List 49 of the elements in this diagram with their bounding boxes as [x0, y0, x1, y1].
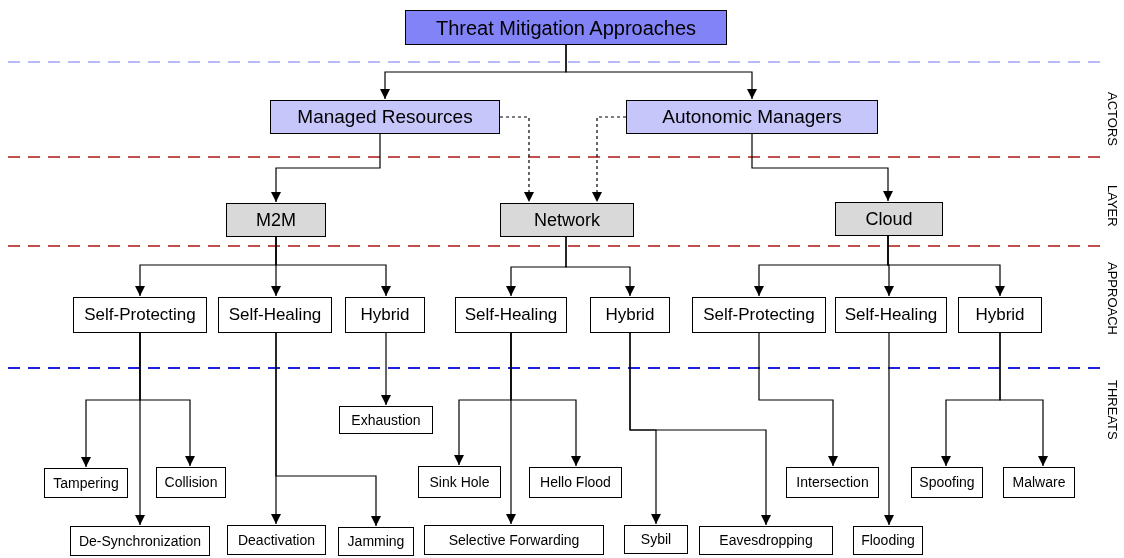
arrow [629, 332, 771, 526]
approach-box: Hybrid [958, 297, 1042, 333]
arrow [275, 236, 391, 297]
arrow [884, 332, 894, 526]
section-label: APPROACH [1103, 262, 1121, 335]
arrow [381, 332, 391, 406]
dashed-arrow [592, 116, 627, 203]
threat-box: Exhaustion [339, 406, 433, 434]
arrow [565, 44, 757, 100]
arrow [506, 332, 516, 525]
threat-box: Spoofing [911, 467, 983, 498]
approach-box: Hybrid [345, 297, 425, 333]
approach-box: Self-Protecting [73, 297, 207, 333]
approach-box: Hybrid [590, 297, 670, 333]
threat-box: Hello Flood [529, 467, 622, 498]
arrow [758, 332, 838, 467]
arrow [887, 235, 1005, 297]
arrow [135, 332, 145, 526]
threat-box: Collision [156, 467, 226, 498]
threat-box: Flooding [853, 526, 923, 555]
title-box: Threat Mitigation Approaches [405, 10, 727, 45]
approach-box: Self-Healing [835, 297, 947, 333]
arrow [565, 236, 635, 297]
layer-box: Network [500, 203, 634, 237]
arrow [275, 332, 381, 527]
section-label: LAYER [1103, 185, 1121, 227]
layer-box: Cloud [835, 202, 943, 236]
arrow [271, 133, 381, 203]
threat-box: Sink Hole [418, 466, 501, 498]
approach-box: Self-Protecting [692, 297, 826, 333]
layer-box: M2M [226, 203, 326, 237]
arrow [999, 332, 1048, 467]
actor-box: Autonomic Managers [626, 100, 878, 134]
threat-box: Eavesdropping [699, 526, 833, 555]
section-label: THREATS [1103, 380, 1121, 440]
section-label: ACTORS [1103, 92, 1121, 146]
threat-box: Selective Forwarding [424, 525, 604, 555]
threat-box: De-Synchronization [70, 526, 210, 556]
approach-box: Self-Healing [218, 297, 332, 333]
threat-box: Tampering [44, 468, 128, 498]
dashed-arrow [499, 116, 534, 203]
threat-box: Sybil [624, 525, 688, 554]
arrow [751, 133, 893, 202]
threat-box: Jamming [338, 527, 414, 556]
actor-box: Managed Resources [270, 100, 500, 134]
approach-box: Self-Healing [455, 297, 567, 333]
threat-box: Malware [1003, 467, 1075, 498]
threat-box: Deactivation [227, 525, 326, 555]
threat-box: Intersection [786, 467, 879, 498]
